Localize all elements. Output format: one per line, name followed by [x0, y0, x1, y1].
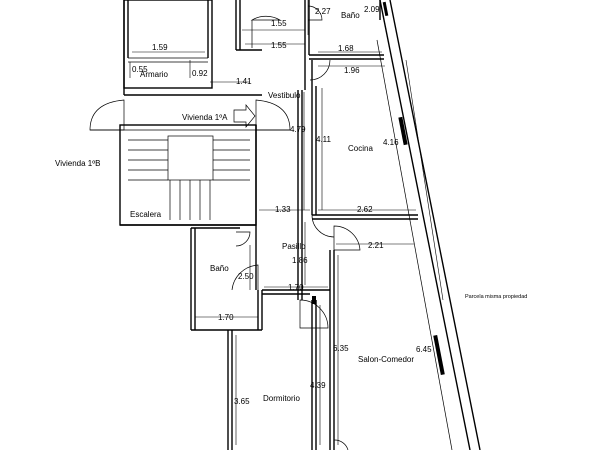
- dim-label: 1.68: [338, 44, 354, 53]
- door-kitchen: [309, 59, 331, 81]
- dim-label: 1.59: [152, 43, 168, 52]
- dim-label: 2.27: [315, 7, 331, 16]
- window-cocina: [398, 116, 408, 146]
- dim-label: 1.55: [271, 41, 287, 50]
- door-stair: [235, 231, 251, 247]
- room-label-salon: Salon-Comedor: [358, 355, 414, 364]
- dim-label: 2.21: [368, 241, 384, 250]
- room-label-dormitorio: Dormitorio: [263, 394, 300, 403]
- door-kitchen-2: [311, 214, 335, 238]
- dim-label: 4.39: [310, 381, 326, 390]
- room-label-pasillo: Pasillo: [282, 242, 306, 251]
- dim-label: 4.16: [383, 138, 399, 147]
- column-corner: [312, 296, 316, 304]
- door-salon: [333, 225, 361, 251]
- dim-label: 4.79: [290, 125, 306, 134]
- dim-label: 1.70: [288, 283, 304, 292]
- dim-label: 1.55: [271, 19, 287, 28]
- dimension-labels: 1.55 2.27 2.09 1.59 1.55 1.68 0.55 0.92 …: [132, 5, 432, 406]
- room-label-bano-top: Baño: [341, 11, 360, 20]
- room-label-bano-mid: Baño: [210, 264, 229, 273]
- door-top-bath: [250, 15, 282, 48]
- room-label-armario: Armario: [140, 70, 169, 79]
- doors: [231, 5, 361, 450]
- parcel-note: Parcela misma propiedad: [465, 294, 527, 300]
- stair-well: [167, 135, 214, 181]
- dim-label: 4.11: [316, 135, 332, 144]
- window-salon: [433, 334, 445, 376]
- exterior-wall-inner: [379, 0, 471, 450]
- dim-label: 1.70: [218, 313, 234, 322]
- dim-label: 6.35: [333, 344, 349, 353]
- dimension-lines: [129, 0, 444, 445]
- dim-label: 6.45: [416, 345, 432, 354]
- room-label-escalera: Escalera: [130, 210, 162, 219]
- arch-right: [255, 99, 291, 131]
- room-label-vivienda-a: Vivienda 1ºA: [182, 113, 228, 122]
- walls: [119, 0, 481, 450]
- room-labels: Baño Armario Vestibulo Vivienda 1ºA Vivi…: [55, 11, 527, 403]
- exterior-wall-ghost: [376, 39, 453, 450]
- room-label-cocina: Cocina: [348, 144, 373, 153]
- dim-label: 0.92: [192, 69, 208, 78]
- dim-label: 2.50: [238, 272, 254, 281]
- door-salon-bottom: [333, 439, 349, 450]
- exterior-wall-outer: [389, 0, 481, 450]
- stair-steps: [128, 135, 250, 220]
- window-bano: [382, 1, 389, 17]
- arch-left: [89, 99, 125, 131]
- dim-label: 1.41: [236, 77, 252, 86]
- door-dorm: [299, 299, 329, 329]
- dim-label: 3.65: [234, 397, 250, 406]
- room-label-vestibulo: Vestibulo: [268, 91, 301, 100]
- dim-label: 2.62: [357, 205, 373, 214]
- room-label-vivienda-b: Vivienda 1ºB: [55, 159, 100, 168]
- door-bath-mid: [231, 264, 259, 291]
- dim-label: 1.96: [344, 66, 360, 75]
- dim-label: 1.33: [275, 205, 291, 214]
- door-corridor-top: [307, 5, 323, 21]
- entry-arrow-icon: [233, 104, 256, 128]
- entry-arches: [89, 99, 291, 131]
- dim-label: 1.86: [292, 256, 308, 265]
- dim-label: 0.55: [132, 65, 148, 74]
- dim-label: 2.09: [364, 5, 380, 14]
